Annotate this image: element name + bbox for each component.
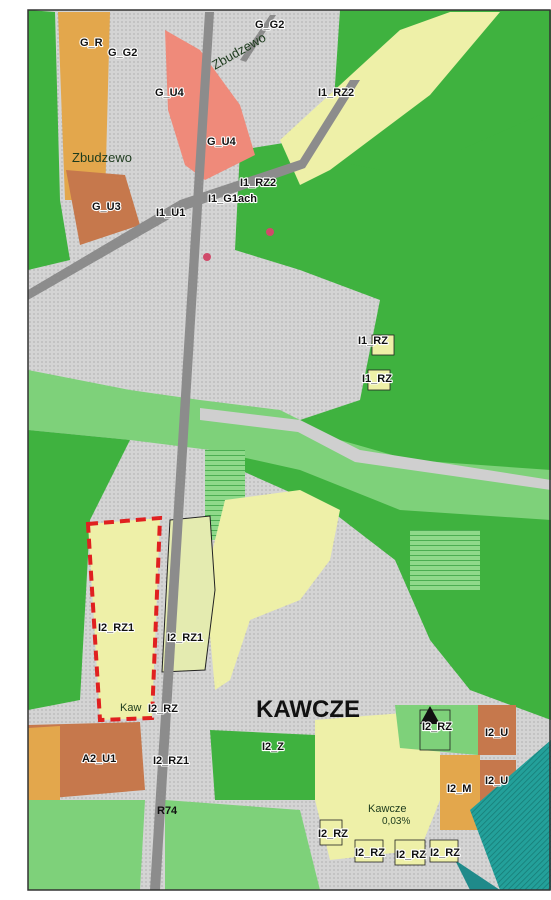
map-border — [27, 9, 551, 891]
zone-label-i2-rz-bottom-c: I2_RZ — [396, 849, 426, 861]
plot-i2-rz1-fill — [88, 518, 160, 720]
place-label-percent: 0,03% — [382, 816, 410, 827]
meadow-south — [165, 800, 320, 890]
place-label-kaw: Kaw — [120, 702, 141, 714]
meadow-southwest — [28, 800, 145, 890]
plot-i2-rz-bottom-a — [319, 819, 343, 846]
road-north — [240, 15, 276, 62]
zone-label-g-r: G_R — [80, 37, 103, 49]
zone-label-g-g2-b: G_G2 — [255, 19, 284, 31]
zone-label-g-u4-b: G_U4 — [207, 136, 237, 148]
zone-label-i1-rz2-mid: I1_RZ2 — [240, 177, 276, 189]
field-i1-rz2-top — [280, 12, 500, 185]
zone-g-u3 — [66, 170, 140, 245]
town-label-kawcze: KAWCZE — [256, 696, 360, 723]
zone-label-i1-u1: I1_U1 — [156, 207, 185, 219]
zone-label-i2-rz-bottom-b: I2_RZ — [355, 847, 385, 859]
plot-i2-rz-bottom-b — [354, 839, 384, 863]
meadow-hatch-b — [410, 530, 480, 590]
zone-label-i2-rz1-c: I2_RZ1 — [153, 755, 189, 767]
plot-highlight-outline — [85, 515, 163, 723]
zone-label-i2-z: I2_Z — [262, 741, 284, 753]
zone-label-i2-u-b: I2_U — [485, 775, 508, 787]
zone-label-g-u4-a: G_U4 — [155, 87, 185, 99]
point-marker-a — [266, 228, 274, 236]
river-valley-belt — [28, 370, 551, 520]
place-label-kawcze: Kawcze — [368, 803, 407, 815]
zone-label-i2-rz-bottom-a: I2_RZ — [318, 828, 348, 840]
zone-label-i1-rz-a: I1_RZ — [358, 335, 388, 347]
plot-i1-rz-b — [367, 369, 391, 391]
point-marker-b — [203, 253, 211, 261]
zone-i2-u-a — [478, 705, 516, 755]
zone-label-i2-rz-bottom-d: I2_RZ — [430, 847, 460, 859]
zone-label-g-u3: G_U3 — [92, 201, 121, 213]
zone-label-i1-g1: I1_G1ach — [208, 193, 257, 205]
valley-road — [200, 408, 551, 490]
zone-label-i2-rz-right: I2_RZ — [422, 721, 452, 733]
zone-label-i2-rz1-b: I2_RZ1 — [167, 632, 203, 644]
field-center-a — [205, 490, 340, 690]
triangle-marker-icon — [420, 706, 440, 724]
zone-label-i2-u-a: I2_U — [485, 727, 508, 739]
zone-label-i1-rz-b: I1_RZ — [362, 373, 392, 385]
stream-teal — [470, 740, 551, 890]
zone-label-i2-rz1-a: I2_RZ1 — [98, 622, 134, 634]
forest-area-west — [28, 430, 130, 710]
road-northwest — [28, 80, 360, 300]
stream-teal-b — [455, 860, 500, 890]
zone-i2-z — [210, 730, 315, 800]
forest-strip-west — [28, 10, 70, 270]
zone-g-r — [58, 12, 110, 200]
main-road — [150, 12, 214, 890]
zone-label-i1-rz2-top: I1_RZ2 — [318, 87, 354, 99]
zone-g-u4 — [165, 30, 255, 180]
zone-label-i2-m: I2_M — [447, 783, 471, 795]
road-label-r74: R74 — [157, 805, 178, 817]
zone-label-a2-u1: A2_U1 — [82, 753, 116, 765]
plot-i2-rz-bottom-c — [394, 839, 426, 866]
plot-i1-rz-a — [371, 334, 395, 356]
place-label-zbudzewo-left: Zbudzewo — [72, 150, 132, 165]
zone-label-g-g2-a: G_G2 — [108, 47, 137, 59]
zone-label-i2-rz-small: I2_RZ — [148, 703, 178, 715]
plot-i2-rz-bottom-d — [429, 839, 459, 863]
zone-a2-u1-west — [28, 726, 60, 805]
